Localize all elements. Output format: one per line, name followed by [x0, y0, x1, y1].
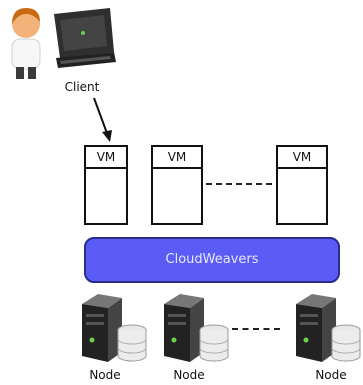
vm-label: VM [86, 147, 126, 169]
node-label: Node [173, 368, 205, 382]
vm-label: VM [278, 147, 326, 169]
middleware-bar: CloudWeavers [84, 237, 340, 283]
client-label: Client [64, 80, 100, 94]
laptop-icon [54, 8, 116, 68]
vm-box-1: VM [84, 145, 128, 225]
connection-arrow [93, 97, 112, 142]
vm-box-3: VM [276, 145, 328, 225]
node-label: Node [315, 368, 347, 382]
node-label: Node [89, 368, 121, 382]
vm-label: VM [153, 147, 201, 169]
user-icon [11, 8, 41, 79]
vm-ellipsis-dash [206, 183, 272, 185]
node-ellipsis-dash [232, 328, 280, 330]
server-icon [296, 294, 361, 362]
vm-box-2: VM [151, 145, 203, 225]
server-icon [164, 294, 229, 362]
server-icon [82, 294, 147, 362]
